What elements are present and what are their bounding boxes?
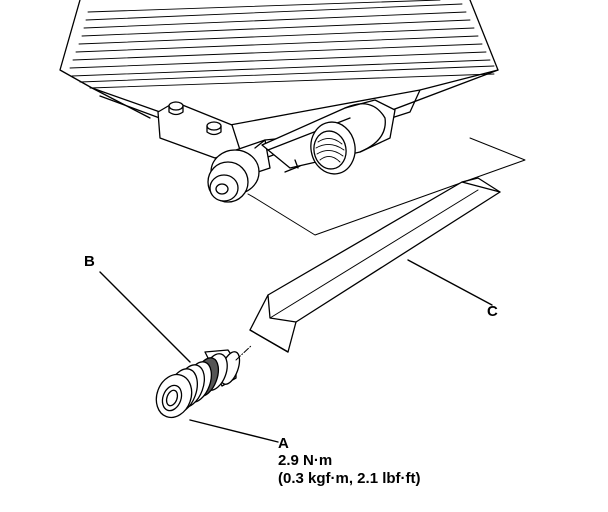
torque-spec-conversion: (0.3 kgf·m, 2.1 lbf·ft) <box>278 470 421 487</box>
leader-line-a <box>189 419 279 443</box>
receiver-drier <box>261 99 396 175</box>
leader-line-b <box>99 271 191 363</box>
leader-line-c <box>407 259 493 306</box>
callout-label-c: C <box>487 303 498 320</box>
mount-bracket <box>157 101 241 159</box>
callout-label-b: B <box>84 253 95 270</box>
filter-element-c <box>249 177 501 353</box>
torque-spec-metric: 2.9 N·m <box>278 452 333 469</box>
plug-a <box>155 349 241 419</box>
callout-label-a: A <box>278 435 289 452</box>
projection-outline <box>247 137 526 236</box>
condenser-core <box>59 0 499 161</box>
inlet-fitting <box>207 137 286 203</box>
alignment-centerline <box>235 344 253 361</box>
